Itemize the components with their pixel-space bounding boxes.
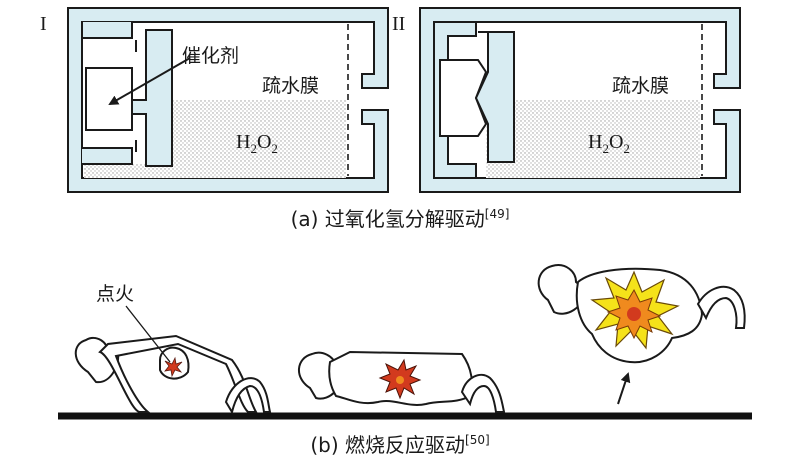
- caption-b: (b) 燃烧反应驱动[50]: [310, 433, 489, 457]
- fluid-I-formula: H2O2: [236, 131, 278, 156]
- caption-a: (a) 过氧化氢分解驱动[49]: [291, 207, 510, 231]
- chamber-I-shelf-top: [81, 22, 133, 39]
- fluid-II-formula: H2O2: [588, 131, 630, 156]
- chamber-II-label: II: [392, 13, 405, 35]
- ignition-spark: [164, 356, 183, 378]
- membrane-II-label: 疏水膜: [612, 75, 669, 97]
- explosion-core: [627, 307, 641, 321]
- robot-2-flame: [378, 358, 422, 400]
- robot-3-head: [537, 264, 588, 315]
- robot-1-tail: [224, 377, 272, 415]
- robot-3-explosion: [590, 270, 680, 350]
- robot-3-tail: [696, 285, 746, 329]
- jump-arrow: [617, 372, 631, 405]
- chamber-I-shelf-bottom: [82, 147, 133, 165]
- chamber-I-piston: [131, 29, 173, 167]
- chamber-I-label: I: [40, 13, 47, 35]
- robot-1-body: [98, 334, 258, 413]
- ignition-pointer: [125, 305, 171, 363]
- membrane-I-label: 疏水膜: [262, 75, 319, 97]
- chamber-II-valve: [474, 31, 515, 163]
- catalyst-arrow: [108, 57, 191, 105]
- chamber-I: [67, 7, 389, 193]
- chamber-I-fluid-bottom: [84, 164, 150, 178]
- ignition-label: 点火: [96, 283, 134, 305]
- chamber-II-fluid: [486, 100, 700, 178]
- chamber-I-fluid: [148, 100, 346, 178]
- chamber-II: [419, 7, 741, 193]
- robot-2-tail: [460, 373, 506, 413]
- catalyst-block: [85, 67, 133, 131]
- catalyst-label: 催化剂: [182, 45, 239, 67]
- chamber-I-wall: [67, 7, 389, 193]
